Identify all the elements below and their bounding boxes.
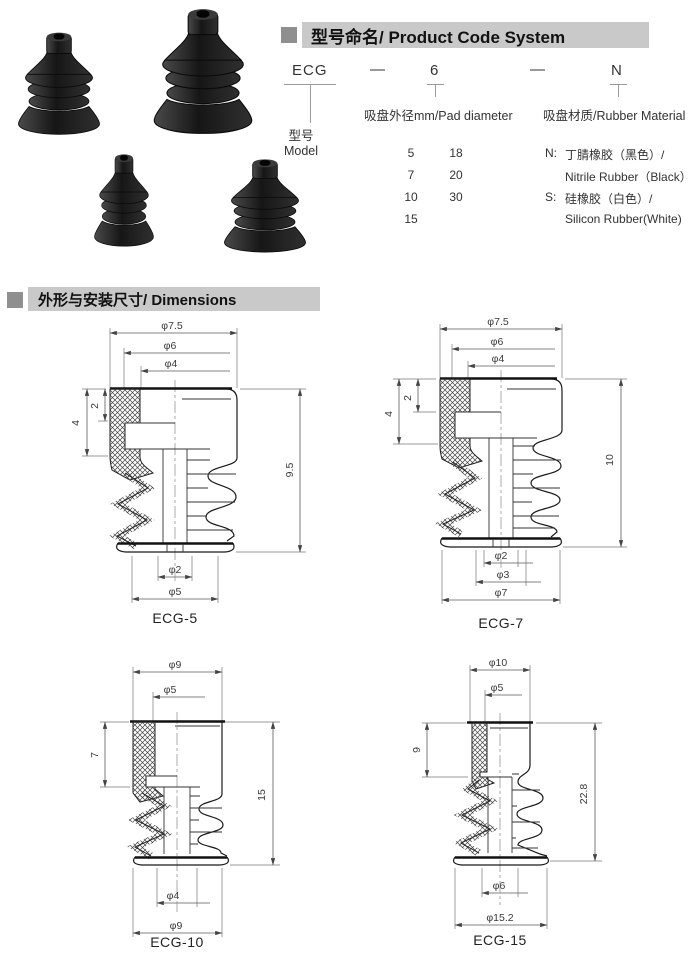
part-outline xyxy=(126,712,230,912)
code-size: 6 xyxy=(430,62,440,79)
dim-top-3: φ4 xyxy=(492,353,505,365)
dim-top-3: φ4 xyxy=(165,358,178,370)
dim-top-1: φ7.5 xyxy=(161,320,183,332)
drawing-label: ECG-10 xyxy=(150,934,204,950)
dim-left-2: 2 xyxy=(402,395,414,401)
pad-diameter-value: 5 xyxy=(407,146,415,160)
code-dash-2: — xyxy=(530,61,546,78)
dim-bottom-1: φ4 xyxy=(167,890,180,902)
part-outline xyxy=(434,370,563,568)
material-name-en: Nitrile Rubber（Black） xyxy=(565,170,692,184)
material-name-cn: 丁腈橡胶（黑色）/ xyxy=(565,148,665,162)
dimensions-title: 外形与安装尺寸/ Dimensions xyxy=(28,287,320,311)
code-material: N xyxy=(611,62,623,79)
product-photo-2 xyxy=(150,6,256,144)
dim-left-1: 4 xyxy=(70,420,82,426)
model-label-cn: 型号 xyxy=(288,129,314,143)
dim-height: 9.5 xyxy=(284,463,296,478)
dim-top-2: φ6 xyxy=(164,340,177,352)
pad-diameter-value: 15 xyxy=(404,212,418,226)
ecg-7-drawing: φ7.5 φ6 φ4 4 2 10 φ2 φ3 φ7 ECG-7 xyxy=(383,316,627,631)
product-photo-3 xyxy=(92,152,156,254)
dim-left-1: 7 xyxy=(89,752,101,758)
pad-diameter-value: 30 xyxy=(449,190,463,204)
drawing-label: ECG-15 xyxy=(473,932,527,948)
drawing-label: ECG-5 xyxy=(152,610,197,626)
dimension-lines: φ7.5 φ6 φ4 4 2 10 φ2 φ3 φ7 xyxy=(383,316,627,604)
dim-left-1: 9 xyxy=(411,747,423,753)
product-photo-1 xyxy=(15,30,103,143)
rubber-material-label: 吸盘材质/Rubber Material xyxy=(543,109,686,123)
material-name-cn: 硅橡胶（白色）/ xyxy=(565,192,653,206)
dim-top-2: φ6 xyxy=(491,336,504,348)
material-name-en: Silicon Rubber(White) xyxy=(565,212,682,226)
drawing-label: ECG-7 xyxy=(478,615,523,631)
dim-top-2: φ5 xyxy=(164,684,177,696)
dim-left-2: 2 xyxy=(89,403,101,409)
connector-line xyxy=(310,84,311,123)
pad-diameter-value: 7 xyxy=(407,168,415,182)
dim-bottom-2: φ5 xyxy=(169,586,182,598)
connector-line xyxy=(618,84,619,97)
code-dash-1: — xyxy=(370,61,386,78)
product-photo-4 xyxy=(221,157,309,260)
code-prefix: ECG xyxy=(292,62,328,79)
dim-left-1: 4 xyxy=(383,411,395,417)
pad-diameter-value: 10 xyxy=(404,190,418,204)
ecg-15-drawing: φ10 φ5 9 22.8 φ6 φ15.2 ECG-15 xyxy=(411,657,602,948)
pad-diameter-value: 20 xyxy=(449,168,463,182)
dim-bottom-3: φ7 xyxy=(495,587,508,599)
dim-bottom-2: φ15.2 xyxy=(486,912,513,924)
product-code-title: 型号命名/ Product Code System xyxy=(302,22,649,48)
dim-bottom-2: φ3 xyxy=(497,569,510,581)
pad-diameter-value: 18 xyxy=(449,146,463,160)
part-outline xyxy=(452,713,550,905)
dimension-lines: φ10 φ5 9 22.8 φ6 φ15.2 xyxy=(411,657,602,929)
dimension-lines: φ9 φ5 7 15 φ4 φ9 xyxy=(89,659,280,937)
dim-height: 22.8 xyxy=(578,784,590,805)
section-bullet xyxy=(7,292,23,308)
dimension-lines: φ7.5 φ6 φ4 4 2 9.5 φ2 φ5 xyxy=(70,320,306,603)
dim-top-1: φ9 xyxy=(169,659,182,671)
dim-top-2: φ5 xyxy=(491,682,504,694)
dim-height: 10 xyxy=(604,454,616,466)
pad-diameter-label: 吸盘外径mm/Pad diameter xyxy=(364,109,513,123)
dim-height: 15 xyxy=(256,789,268,801)
part-outline xyxy=(108,380,238,582)
dim-bottom-2: φ9 xyxy=(170,920,183,932)
dim-bottom-1: φ6 xyxy=(493,880,506,892)
connector-line xyxy=(435,84,436,97)
ecg-5-drawing: φ7.5 φ6 φ4 4 2 9.5 φ2 φ5 ECG-5 xyxy=(70,320,306,626)
model-label: 型号 Model xyxy=(270,125,332,158)
material-code-n: N: xyxy=(545,146,557,160)
material-code-s: S: xyxy=(545,190,557,204)
dim-top-1: φ7.5 xyxy=(487,316,509,328)
ecg-10-drawing: φ9 φ5 7 15 φ4 φ9 ECG-10 xyxy=(89,659,280,950)
dim-top-1: φ10 xyxy=(489,657,508,669)
model-label-en: Model xyxy=(283,144,319,158)
section-bullet xyxy=(281,27,297,43)
